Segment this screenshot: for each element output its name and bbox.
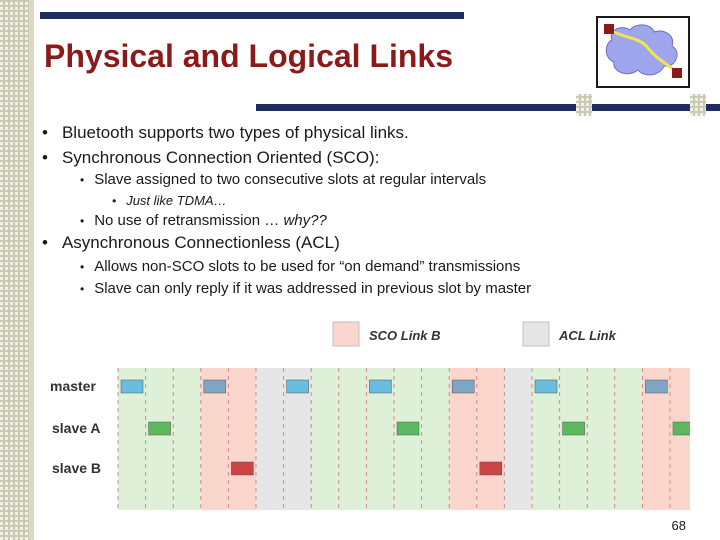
decorative-corner-box-right [690,94,706,116]
slot-other [421,368,450,510]
legend-label-sco: SCO Link B [369,328,441,343]
packet-slave-a [672,421,696,436]
diagram-legend: SCO Link B ACL Link [332,321,617,347]
packet-master-blue [286,379,309,394]
sub-bullet-item: •Allows non-SCO slots to be used for “on… [80,258,521,275]
packet-master-blue [369,379,392,394]
bullet-item: •Asynchronous Connectionless (ACL) [42,233,340,252]
packet-master-blue [534,379,558,394]
packet-master-gray [451,379,475,394]
link-timing-diagram: SCO Link B ACL Link master slave A slave… [40,310,720,515]
row-label-slave-b: slave B [52,460,101,476]
slot-other [338,368,367,510]
packet-slave-b [479,461,503,476]
slot-other [614,368,643,510]
bullet-item: •Bluetooth supports two types of physica… [42,123,409,142]
packet-marks [120,379,720,476]
sub-bullet-item: •Slave assigned to two consecutive slots… [80,171,487,188]
legend-label-acl: ACL Link [558,328,617,343]
packet-slave-b [231,461,254,476]
bullet-item: •Synchronous Connection Oriented (SCO): [42,148,380,167]
packet-slave-a [148,421,171,436]
page-number: 68 [671,518,686,533]
packet-master-gray [645,379,668,394]
packet-slave-a [396,421,420,436]
row-label-master: master [50,378,96,394]
legend-swatch-sco [332,321,360,347]
slot-sco [228,368,256,510]
slot-other [394,368,422,510]
row-label-slave-a: slave A [52,420,101,436]
slot-sco [476,368,505,510]
packet-master-gray [203,379,227,394]
legend-swatch-acl [522,321,550,347]
slide-title: Physical and Logical Links [44,38,454,74]
row-labels: master slave A slave B [50,378,101,476]
slot-other [587,368,615,510]
slot-other [559,368,588,510]
slot-acl [504,368,532,510]
slot-acl [256,368,284,510]
slot-other [311,368,339,510]
sub-bullet-item: •No use of retransmission … why?? [80,212,327,229]
sub-sub-bullet-item: •Just like TDMA… [112,193,227,208]
slot-other [145,368,174,510]
network-link-logo-icon [596,16,690,88]
decorative-left-strip [0,0,34,540]
title-bottom-bar [256,104,720,111]
packet-master-blue [120,379,144,394]
slot-other [173,368,201,510]
title-top-bar [40,12,464,19]
timing-diagram-svg: SCO Link B ACL Link master slave A slave… [50,321,720,510]
packet-slave-a [562,421,585,436]
sub-bullet-item: •Slave can only reply if it was addresse… [80,280,532,297]
slot-sco [670,368,698,510]
decorative-corner-box [576,94,592,116]
